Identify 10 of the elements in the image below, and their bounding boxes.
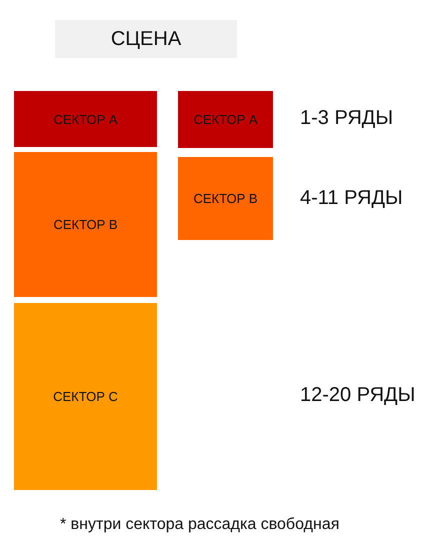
row-range-label: 12-20 РЯДЫ [300,384,416,407]
stage-box: СЦЕНА [55,20,237,58]
row-range-label: 1-3 РЯДЫ [300,107,394,130]
footnote-text: * внутри сектора рассадка свободная [60,516,340,534]
sector-block: СЕКТОР С [14,303,157,490]
sector-block: СЕКТОР В [14,152,157,297]
sector-block: СЕКТОР В [178,157,273,240]
sector-block: СЕКТОР А [178,91,273,148]
sector-block: СЕКТОР А [14,91,157,147]
row-range-label: 4-11 РЯДЫ [300,187,403,210]
